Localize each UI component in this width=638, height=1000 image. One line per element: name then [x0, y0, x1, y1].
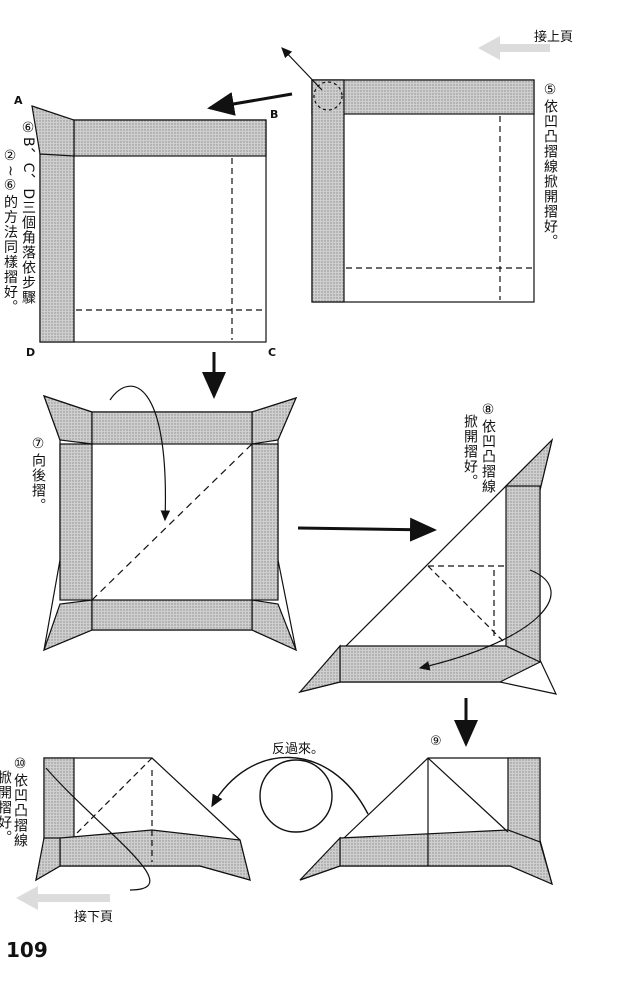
step5-instruction: ⑤依凹凸摺線掀開摺好。: [542, 82, 558, 249]
step6-instruction-1: ⑥B、C、D三個角落依步驟: [20, 120, 36, 306]
continued-from-label: 接上頁: [534, 30, 574, 45]
step9-figure: [299, 757, 553, 886]
arrow-7-to-8: [297, 517, 437, 542]
continued-to-label: 接下頁: [74, 910, 114, 925]
corner-c: C: [268, 346, 277, 359]
step5-figure: [281, 47, 535, 303]
step10-figure: [35, 757, 251, 891]
corner-b: B: [270, 108, 279, 121]
step7-figure: [42, 385, 298, 652]
corner-a: A: [14, 94, 23, 107]
flip-instruction: 反過來。: [272, 742, 325, 757]
step8-instruction-1: ⑧依凹凸摺線: [480, 402, 496, 494]
step8-instruction-2: 掀開摺好。: [462, 414, 478, 489]
step6-figure: [31, 105, 267, 343]
flip-arrow: [211, 756, 369, 833]
corner-d: D: [26, 346, 36, 359]
page-number: 109: [6, 938, 48, 962]
arrow-5-to-6: [207, 92, 293, 116]
step8-figure: [298, 438, 558, 695]
step7-instruction: ⑦向後摺。: [30, 436, 46, 513]
nav-arrow-bottom: [16, 886, 110, 910]
step10-instruction-2: 掀開摺好。: [0, 770, 12, 845]
nav-arrow-top: [478, 36, 550, 60]
step9-label: ⑨: [430, 734, 442, 749]
step10-instruction-1: ⑩依凹凸摺線: [12, 756, 28, 848]
step6-instruction-2: ②~⑥的方法同樣摺好。: [2, 148, 18, 315]
